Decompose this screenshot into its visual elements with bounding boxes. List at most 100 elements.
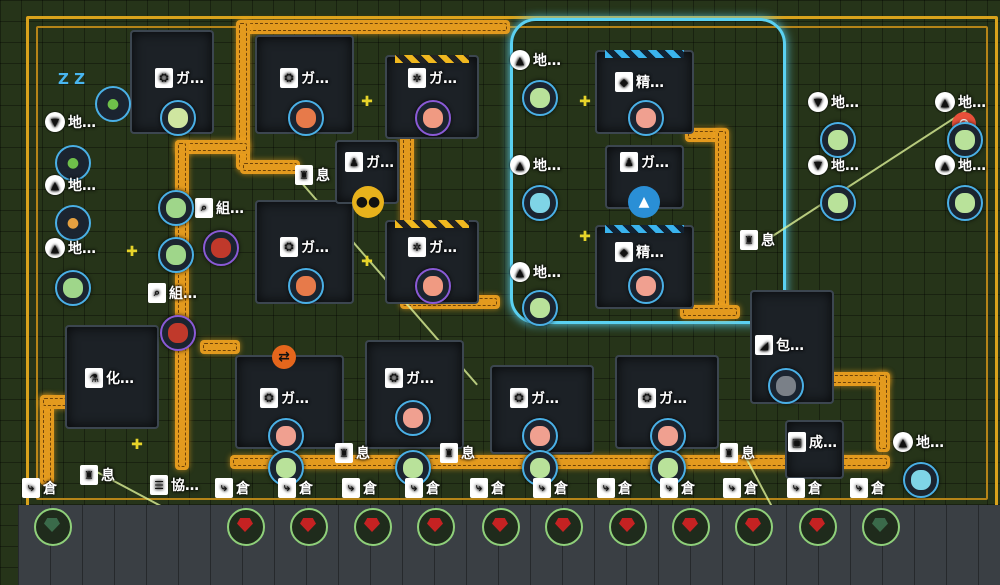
- storage-text: 倉: [554, 481, 568, 497]
- gas-label: ✲ガ…: [408, 68, 457, 88]
- storage-output-gem[interactable]: [672, 508, 710, 546]
- craft-label: ▣成…: [788, 432, 837, 452]
- gas-icon: ♟: [345, 152, 363, 172]
- assemble-icon: ⌕: [148, 283, 166, 303]
- storage-label: ⤷倉: [342, 478, 377, 498]
- item-bubble[interactable]: [947, 122, 983, 158]
- gas-label: ⛭ガ…: [638, 388, 687, 408]
- storage-icon: ⤷: [22, 478, 40, 498]
- item-bubble[interactable]: [522, 418, 558, 454]
- item-bubble[interactable]: [288, 268, 324, 304]
- rest-label: ♜息: [295, 165, 330, 185]
- item-bubble[interactable]: [158, 190, 194, 226]
- conveyor-belt[interactable]: [200, 340, 240, 354]
- storage-output-gem[interactable]: [482, 508, 520, 546]
- gas-label: ⛭ガ…: [280, 237, 329, 257]
- item-bubble[interactable]: [522, 185, 558, 221]
- storage-output-gem[interactable]: [735, 508, 773, 546]
- item-bubble[interactable]: [288, 100, 324, 136]
- rest-label: ♜息: [335, 443, 370, 463]
- rest-icon: ♜: [720, 443, 738, 463]
- item-bubble[interactable]: [628, 268, 664, 304]
- coop-label: ☰協…: [150, 475, 199, 495]
- storage-output-gem[interactable]: [227, 508, 265, 546]
- craft-icon: ▣: [788, 432, 806, 452]
- storage-output-gem[interactable]: [609, 508, 647, 546]
- item-bubble[interactable]: [395, 400, 431, 436]
- gas-icon: ✲: [408, 237, 426, 257]
- item-bubble[interactable]: [820, 185, 856, 221]
- ground-icon: ▲: [45, 175, 65, 195]
- storage-text: 倉: [491, 481, 505, 497]
- item-bubble[interactable]: [628, 100, 664, 136]
- ground-label: ▲地…: [45, 238, 96, 258]
- inner-frame: [36, 26, 988, 500]
- item-bubble[interactable]: [160, 100, 196, 136]
- storage-output-gem[interactable]: [354, 508, 392, 546]
- rest-label: ♜息: [440, 443, 475, 463]
- chemical-plant[interactable]: [65, 325, 159, 429]
- refine-label: ◆精…: [615, 72, 664, 92]
- storage-icon: ⤷: [597, 478, 615, 498]
- item-bubble[interactable]: [947, 185, 983, 221]
- storage-label: ⤷倉: [405, 478, 440, 498]
- red-gem-icon: [237, 518, 253, 532]
- storage-output-gem[interactable]: [290, 508, 328, 546]
- conveyor-belt[interactable]: [240, 20, 510, 34]
- item-bubble[interactable]: [522, 80, 558, 116]
- gas-label: ⛭ガ…: [280, 68, 329, 88]
- ground-label: ▲地…: [510, 262, 561, 282]
- red-gem-icon: [809, 518, 825, 532]
- ground-label: ▲地…: [45, 175, 96, 195]
- gas-label: ♟ガ…: [620, 152, 669, 172]
- conveyor-belt[interactable]: [876, 372, 890, 452]
- red-gem-icon: [492, 518, 508, 532]
- storage-label: ⤷倉: [723, 478, 758, 498]
- storage-icon: ⤷: [723, 478, 741, 498]
- item-bubble[interactable]: [415, 100, 451, 136]
- item-bubble[interactable]: [55, 270, 91, 306]
- storage-icon: ⤷: [533, 478, 551, 498]
- ground-label: ▲地…: [935, 155, 986, 175]
- resource-orange-icon: ●: [55, 205, 91, 241]
- gas-icon: ⛭: [280, 237, 298, 257]
- storage-output-gem[interactable]: [417, 508, 455, 546]
- storage-label: ⤷倉: [660, 478, 695, 498]
- ground-label: ▲地…: [510, 50, 561, 70]
- storage-output-gem[interactable]: [545, 508, 583, 546]
- junction-icon: ✚: [579, 229, 591, 245]
- refine-icon: ◆: [615, 72, 633, 92]
- storage-output-gem[interactable]: [799, 508, 837, 546]
- rest-label: ♜息: [80, 465, 115, 485]
- item-bubble[interactable]: [820, 122, 856, 158]
- conveyor-belt[interactable]: [715, 128, 729, 318]
- gas-label: ♟ガ…: [345, 152, 394, 172]
- chem-label: ⚗化…: [85, 368, 134, 388]
- pack-icon: ◢: [755, 335, 773, 355]
- storage-icon: ⤷: [342, 478, 360, 498]
- assemble-label: ⌕組…: [195, 198, 244, 218]
- storage-output-gem[interactable]: [862, 508, 900, 546]
- item-bubble[interactable]: [903, 462, 939, 498]
- junction-icon: ✚: [126, 244, 138, 260]
- ground-label: ▲地…: [935, 92, 986, 112]
- item-bubble[interactable]: [415, 268, 451, 304]
- item-bubble[interactable]: [158, 237, 194, 273]
- item-bubble[interactable]: [768, 368, 804, 404]
- item-bubble[interactable]: [650, 418, 686, 454]
- gas-label: ⛭ガ…: [385, 368, 434, 388]
- storage-icon: ⤷: [787, 478, 805, 498]
- item-bubble[interactable]: [522, 290, 558, 326]
- rest-icon: ♜: [80, 465, 98, 485]
- storage-icon: ⤷: [215, 478, 233, 498]
- conveyor-belt[interactable]: [240, 160, 300, 174]
- conveyor-belt[interactable]: [680, 305, 740, 319]
- item-bubble[interactable]: [203, 230, 239, 266]
- storage-icon: ⤷: [850, 478, 868, 498]
- red-gem-icon: [427, 518, 443, 532]
- item-bubble[interactable]: [268, 418, 304, 454]
- junction-icon: ✚: [131, 437, 143, 453]
- storage-output-gem[interactable]: [34, 508, 72, 546]
- item-bubble[interactable]: [160, 315, 196, 351]
